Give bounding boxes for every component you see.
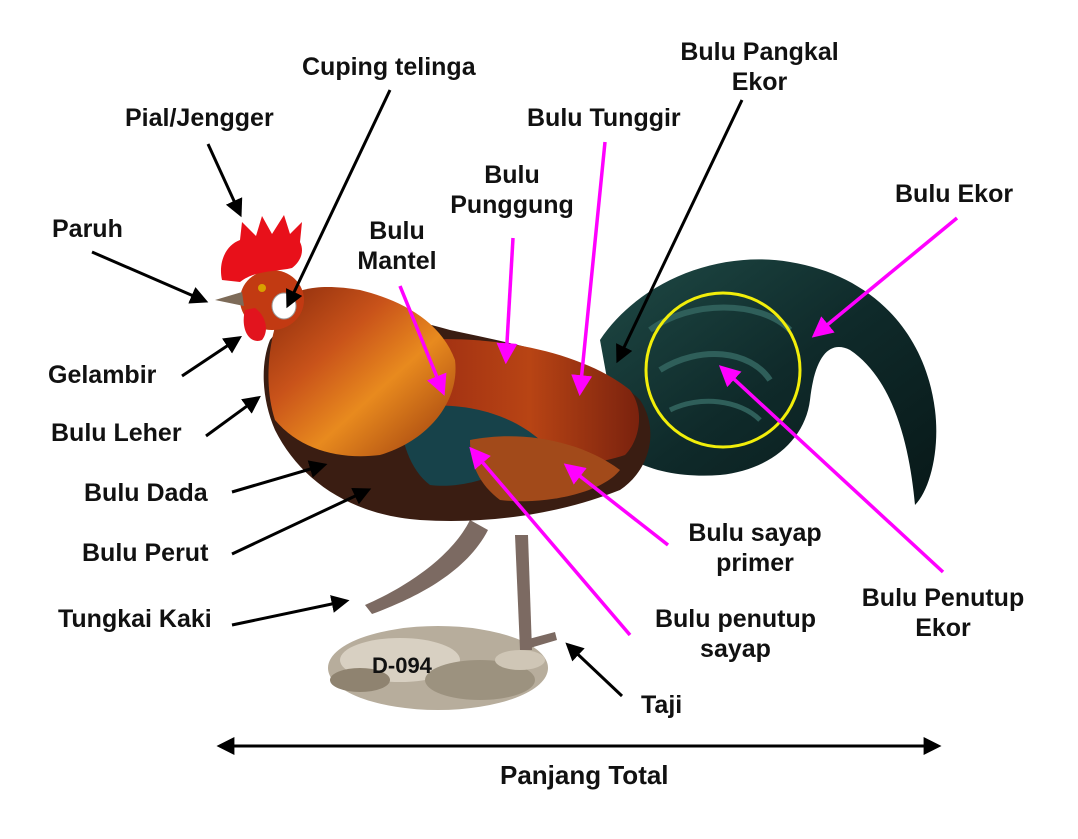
label-bulu-mantel: Bulu Mantel <box>352 216 442 276</box>
label-bulu-punggung: Bulu Punggung <box>446 160 578 220</box>
label-bulu-penutup-sayap-line1: Bulu penutup <box>654 605 817 633</box>
comb-shape <box>220 215 303 282</box>
label-bulu-perut: Bulu Perut <box>82 539 209 567</box>
label-tungkai-kaki: Tungkai Kaki <box>58 605 212 633</box>
arrow-bulu-perut <box>231 487 372 556</box>
rooster-head <box>215 270 304 341</box>
label-cuping-telinga: Cuping telinga <box>302 53 476 81</box>
magenta-arrows <box>398 141 959 637</box>
rooster-body <box>263 287 651 521</box>
ground-litter <box>328 626 548 710</box>
arrow-tungkai-kaki <box>231 595 350 627</box>
arrow-bulu-pangkal-ekor <box>616 99 744 364</box>
arrow-bulu-leher <box>205 395 261 438</box>
arrow-cuping-telinga <box>286 89 392 309</box>
label-bulu-ekor: Bulu Ekor <box>895 180 1014 208</box>
arrow-pial-jengger <box>206 143 243 218</box>
arrow-bulu-ekor <box>811 216 959 338</box>
label-paruh: Paruh <box>52 215 123 243</box>
label-bulu-punggung-line1: Bulu <box>484 161 540 189</box>
arrow-bulu-sayap-primer <box>563 463 670 547</box>
label-bulu-penutup-sayap-line2: sayap <box>700 635 771 663</box>
label-gelambir: Gelambir <box>48 361 157 389</box>
label-panjang-total: Panjang Total <box>500 760 669 790</box>
label-specimen-id: D-094 <box>372 653 432 678</box>
label-bulu-tunggir: Bulu Tunggir <box>527 104 681 132</box>
label-bulu-penutup-ekor-line2: Ekor <box>915 614 971 642</box>
label-bulu-sayap-primer-line2: primer <box>716 549 794 577</box>
label-bulu-dada: Bulu Dada <box>84 479 208 507</box>
label-pial-jengger: Pial/Jengger <box>125 104 274 132</box>
label-taji: Taji <box>641 691 683 719</box>
arrow-bulu-punggung <box>496 237 518 365</box>
rooster-legs <box>365 520 557 650</box>
rooster-tail <box>600 259 937 505</box>
arrow-bulu-mantel <box>398 285 447 396</box>
tail-highlight-circle <box>644 291 802 449</box>
arrow-bulu-tunggir <box>571 141 607 397</box>
label-bulu-pangkal-ekor: Bulu Pangkal Ekor <box>672 37 847 97</box>
label-bulu-sayap-primer-line1: Bulu sayap <box>688 519 822 547</box>
label-bulu-mantel-line1: Bulu <box>369 217 425 245</box>
arrow-gelambir <box>181 336 242 378</box>
label-bulu-penutup-ekor: Bulu Penutup Ekor <box>852 583 1034 643</box>
arrow-paruh <box>91 250 209 304</box>
arrow-bulu-penutup-sayap <box>469 446 632 637</box>
black-arrows <box>91 89 942 755</box>
label-bulu-penutup-sayap: Bulu penutup sayap <box>643 604 828 664</box>
arrow-bulu-dada <box>231 460 328 494</box>
label-bulu-pangkal-ekor-line1: Bulu Pangkal <box>680 38 839 66</box>
arrow-bulu-penutup-ekor <box>718 365 945 574</box>
label-bulu-punggung-line2: Punggung <box>450 191 574 219</box>
label-bulu-pangkal-ekor-line2: Ekor <box>731 68 788 96</box>
label-bulu-penutup-ekor-line1: Bulu Penutup <box>861 584 1025 612</box>
label-bulu-sayap-primer: Bulu sayap primer <box>680 518 830 578</box>
label-bulu-mantel-line2: Mantel <box>357 247 437 275</box>
arrow-taji <box>565 642 624 698</box>
label-bulu-leher: Bulu Leher <box>51 419 182 447</box>
